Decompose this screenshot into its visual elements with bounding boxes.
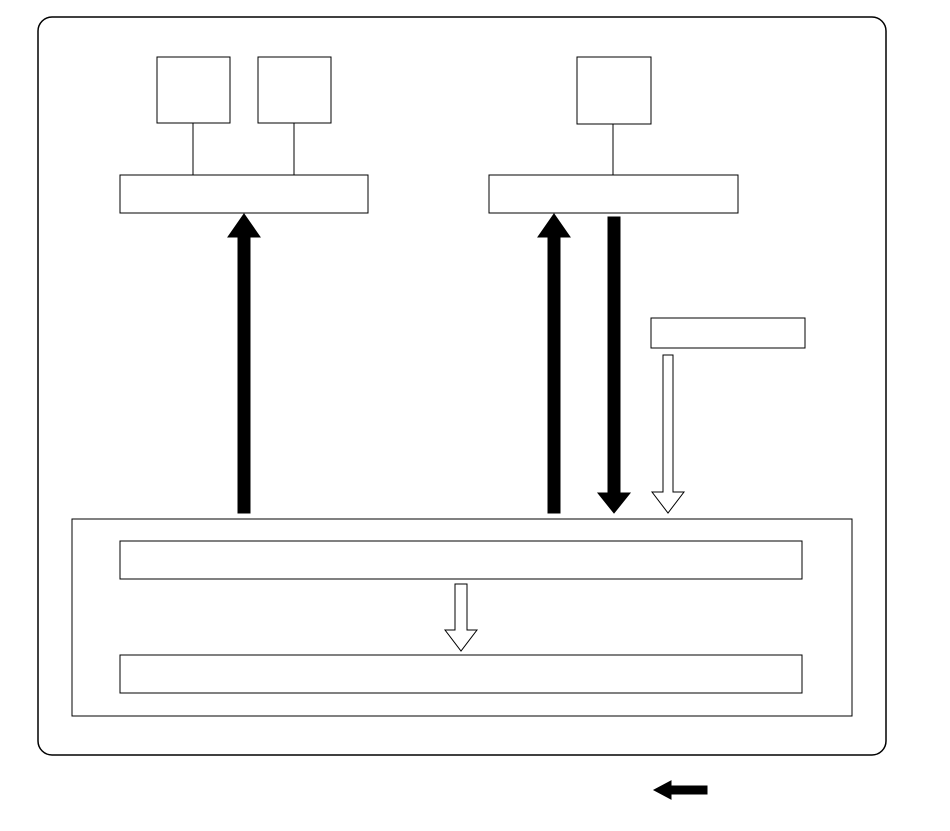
inner-hollow-arrow <box>443 583 479 652</box>
top-right-box <box>576 56 652 125</box>
up-arrow-right <box>537 213 571 514</box>
inner-upper-bar <box>119 540 803 580</box>
right-bar <box>488 174 739 214</box>
up-arrow-left <box>227 213 261 514</box>
side-input-box <box>650 317 806 349</box>
inner-lower-bar <box>119 654 803 694</box>
top-left-box-a <box>156 56 231 124</box>
down-arrow-right <box>596 216 632 514</box>
left-bar <box>119 174 369 214</box>
top-left-box-b <box>257 56 332 124</box>
side-hollow-arrow <box>650 354 686 514</box>
legend-arrow <box>652 780 708 800</box>
